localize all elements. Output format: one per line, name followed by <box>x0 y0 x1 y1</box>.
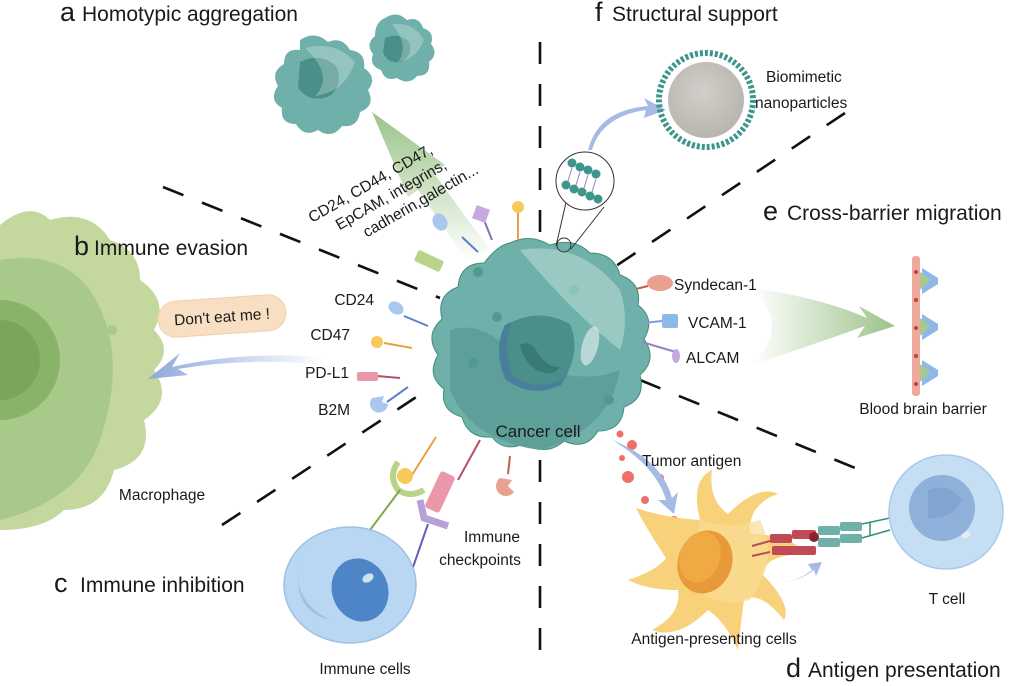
immune-checkpoints-label-line-2: checkpoints <box>439 552 521 569</box>
section-letter-c: c <box>54 568 68 598</box>
t-cell <box>888 454 1004 570</box>
section-title-d: Antigen presentation <box>808 659 1001 682</box>
evasion-receptors <box>357 301 429 413</box>
section-title-b: Immune evasion <box>94 237 248 260</box>
section-title-c: Immune inhibition <box>80 574 245 597</box>
bbb-label: Blood brain barrier <box>859 401 987 418</box>
migration-receptors <box>635 275 680 363</box>
membrane-zoom <box>555 151 615 253</box>
section-header-a: a Homotypic aggregation <box>60 0 298 27</box>
marker-cd47: CD47 <box>310 327 350 344</box>
tumor-antigen-label: Tumor antigen <box>642 453 741 470</box>
nanoparticle-arrow <box>588 98 666 150</box>
speech-bubble-text: Don't eat me ! <box>174 306 271 330</box>
section-title-f: Structural support <box>612 3 778 26</box>
section-header-c: c Immune inhibition <box>54 568 245 598</box>
marker-b2m: B2M <box>318 402 350 419</box>
section-header-b: b Immune evasion <box>74 231 248 261</box>
section-letter-e: e <box>763 196 778 226</box>
cancer-cell-label: Cancer cell <box>495 422 580 441</box>
marker-vcam-1: VCAM-1 <box>688 315 747 332</box>
biomimetic-nanoparticle <box>656 50 756 150</box>
antigen-uptake-arrow <box>612 440 678 514</box>
section-letter-f: f <box>595 0 603 27</box>
section-title-e: Cross-barrier migration <box>787 202 1002 225</box>
aggregated-cancer-cells <box>273 14 435 135</box>
immune-cell <box>283 526 417 644</box>
divider-lines <box>162 42 861 670</box>
immune-checkpoints-label-line-1: Immune <box>464 529 520 546</box>
aggregation-arrow <box>372 112 490 262</box>
marker-syndecan-1: Syndecan-1 <box>674 277 757 294</box>
divider-upper-right <box>609 111 846 272</box>
section-header-d: d Antigen presentation <box>786 653 1001 683</box>
evasion-arrow <box>148 353 324 379</box>
t-cell-label: T cell <box>929 591 966 608</box>
cancer-cell: Cancer cell <box>431 238 651 450</box>
marker-alcam: ALCAM <box>686 350 739 367</box>
section-letter-a: a <box>60 0 76 27</box>
section-letter-d: d <box>786 653 801 683</box>
activation-arrow <box>760 562 822 583</box>
section-letter-b: b <box>74 231 89 261</box>
blood-brain-barrier <box>912 256 938 396</box>
marker-cd24: CD24 <box>334 292 374 309</box>
aggregation-receptors <box>414 201 524 272</box>
checkpoint-receptors <box>366 436 514 571</box>
mhc-tcr-complex <box>751 517 891 557</box>
macrophage-label: Macrophage <box>119 487 205 504</box>
divider-upper-left <box>162 185 441 300</box>
migration-arrow <box>752 288 895 365</box>
section-title-a: Homotypic aggregation <box>82 3 298 26</box>
antigen-presenting-cell <box>628 470 806 650</box>
apc-label: Antigen-presenting cells <box>631 631 797 648</box>
section-header-f: f Structural support <box>595 0 778 27</box>
nanoparticle-label-line-2: nanoparticles <box>755 95 847 112</box>
section-header-e: e Cross-barrier migration <box>763 196 1002 226</box>
macrophage <box>0 211 164 530</box>
immune-cells-label: Immune cells <box>319 661 411 678</box>
speech-bubble: Don't eat me ! <box>157 294 287 338</box>
marker-pd-l1: PD-L1 <box>305 365 349 382</box>
nanoparticle-label-line-1: Biomimetic <box>766 69 842 86</box>
